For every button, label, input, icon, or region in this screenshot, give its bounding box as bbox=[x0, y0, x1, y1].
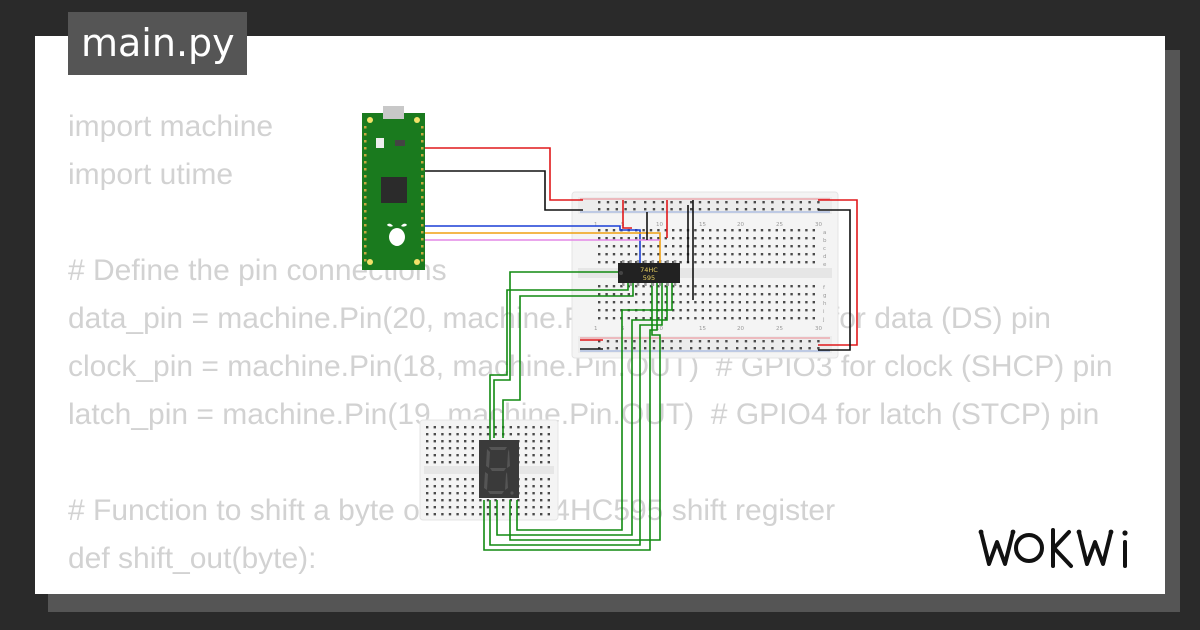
bb-row-label: i bbox=[823, 309, 825, 315]
bb-col-label: 30 bbox=[815, 222, 822, 228]
circuit-diagram: 1 5 10 15 20 25 30 1 5 10 15 20 25 30 a … bbox=[362, 106, 858, 551]
data-wire bbox=[425, 225, 641, 263]
bb-row-label: b bbox=[823, 238, 827, 244]
code-line: import utime bbox=[68, 158, 234, 191]
chip-label-bottom: 595 bbox=[643, 274, 655, 282]
raspberry-logo bbox=[387, 223, 407, 246]
bb-col-label: 15 bbox=[699, 222, 706, 228]
bb-col-label: 20 bbox=[737, 222, 744, 228]
wokwi-logo bbox=[978, 528, 1128, 568]
bb-col-label: 10 bbox=[656, 222, 663, 228]
bb-col-label: 5 bbox=[621, 326, 625, 332]
code-line: for i in range(8): bbox=[68, 583, 1113, 594]
shift-register-chip: 74HC 595 bbox=[618, 260, 680, 286]
ground-wire bbox=[425, 170, 583, 211]
bb-col-label: 25 bbox=[776, 326, 783, 332]
pico-pins bbox=[364, 126, 424, 262]
bb-row-label: h bbox=[823, 301, 827, 307]
bb-row-label: a bbox=[823, 230, 826, 236]
segment-wires bbox=[483, 271, 673, 551]
main-breadboard: 1 5 10 15 20 25 30 1 5 10 15 20 25 30 a … bbox=[571, 191, 839, 359]
breadboard-holes bbox=[598, 201, 820, 350]
wires bbox=[425, 147, 858, 351]
bb-row-label: f bbox=[823, 285, 826, 291]
file-tab[interactable]: main.py bbox=[68, 12, 247, 75]
bb-col-label: 1 bbox=[594, 326, 598, 332]
clock-wire bbox=[425, 232, 661, 263]
raspberry-pi-pico bbox=[362, 106, 425, 270]
bb-col-label: 20 bbox=[737, 326, 744, 332]
bb-col-label: 30 bbox=[815, 326, 822, 332]
bb-col-label: 1 bbox=[594, 222, 598, 228]
bb-col-label: 25 bbox=[776, 222, 783, 228]
seven-segment-display bbox=[479, 440, 519, 498]
chip-pins bbox=[622, 260, 677, 286]
chip-label-top: 74HC bbox=[640, 266, 658, 274]
bb-row-label: g bbox=[823, 293, 827, 299]
bb-row-label: j bbox=[822, 317, 825, 323]
power-wire bbox=[425, 147, 583, 201]
bb-row-label: c bbox=[823, 246, 826, 252]
bb-col-label: 10 bbox=[656, 326, 663, 332]
bb-row-label: e bbox=[823, 262, 827, 268]
code-line: import machine bbox=[68, 110, 274, 143]
bb-row-label: d bbox=[823, 254, 827, 260]
code-line: def shift_out(byte): bbox=[68, 542, 317, 575]
bb-col-label: 15 bbox=[699, 326, 706, 332]
